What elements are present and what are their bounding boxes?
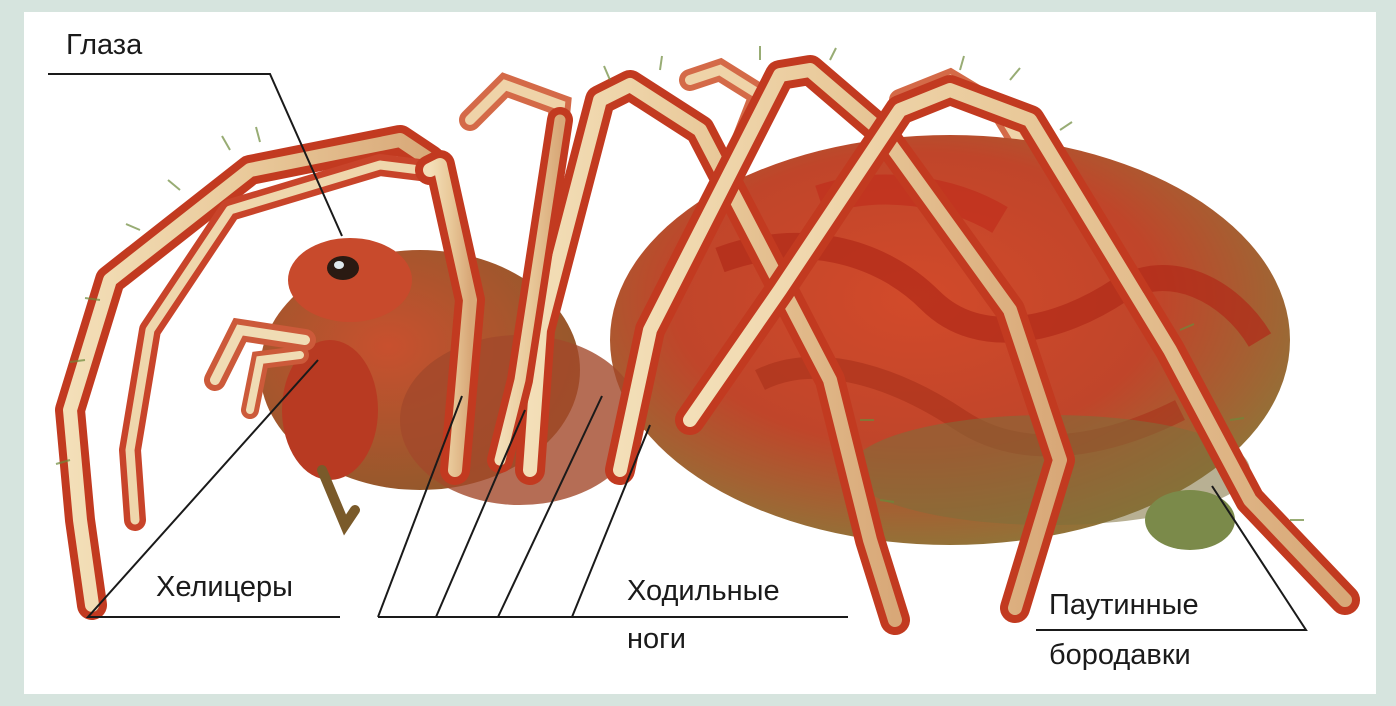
eye-icon <box>327 256 359 280</box>
walking-legs-label-line2: ноги <box>627 622 686 657</box>
spinnerets-label-line1: Паутинные <box>1049 588 1199 623</box>
eyes-label: Глаза <box>66 28 142 63</box>
walking-legs-label-line1: Ходильные <box>627 574 780 609</box>
chelicerae-label: Хелицеры <box>156 570 293 605</box>
spinnerets-label-line2: бородавки <box>1049 638 1191 673</box>
